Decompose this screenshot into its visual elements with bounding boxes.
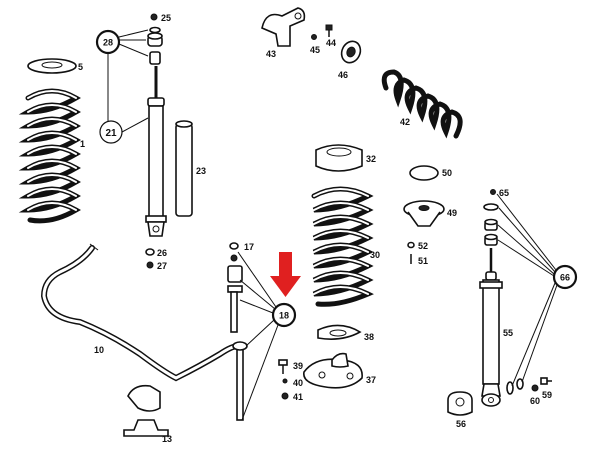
label-38: 38 [364, 332, 374, 342]
label-51: 51 [418, 256, 428, 266]
label-5: 5 [78, 62, 83, 72]
callout-28[interactable]: 28 [95, 29, 149, 57]
label-18: 18 [279, 311, 289, 321]
part-59-bolt[interactable] [540, 377, 552, 385]
part-27-nut[interactable] [146, 261, 154, 269]
part-42-rear-spring[interactable] [381, 69, 463, 139]
label-56: 56 [456, 419, 466, 429]
label-42: 42 [400, 117, 410, 127]
part-39-bolt[interactable] [278, 359, 288, 374]
label-40: 40 [293, 378, 303, 388]
label-52: 52 [418, 241, 428, 251]
label-13: 13 [162, 434, 172, 444]
part-60-nut[interactable] [531, 384, 539, 392]
part-32-spring-pad[interactable] [315, 144, 363, 172]
callout-21[interactable]: 21 [99, 53, 149, 144]
part-55-rear-shock[interactable] [479, 248, 503, 407]
label-32: 32 [366, 154, 376, 164]
label-45: 45 [310, 45, 320, 55]
label-17: 17 [244, 242, 254, 252]
part-26-bushing[interactable] [145, 248, 155, 256]
label-37: 37 [366, 375, 376, 385]
label-66: 66 [560, 273, 570, 283]
part-17-washer[interactable] [229, 242, 239, 250]
part-56-mount-bushing[interactable] [447, 391, 473, 416]
part-43-mount-bracket[interactable] [261, 7, 306, 47]
part-5-spring-seat[interactable] [27, 58, 77, 74]
part-13-bar-bracket[interactable] [123, 384, 169, 437]
label-46: 46 [338, 70, 348, 80]
part-49-rubber-stop[interactable] [403, 200, 445, 227]
rear-shock-bottom-washers[interactable] [506, 378, 524, 395]
highlight-arrow [270, 252, 301, 297]
label-10: 10 [94, 345, 104, 355]
label-23: 23 [196, 166, 206, 176]
label-1: 1 [80, 139, 85, 149]
callout-66[interactable]: 66 [496, 193, 578, 387]
rear-shock-top-washers[interactable] [483, 203, 499, 246]
stabilizer-link-bushings[interactable] [227, 254, 243, 293]
label-28: 28 [103, 38, 113, 48]
label-44: 44 [326, 38, 336, 48]
part-40-washer[interactable] [282, 378, 288, 384]
part-37-spring-plate[interactable] [303, 352, 363, 389]
shock-top-washers[interactable] [147, 26, 163, 65]
label-49: 49 [447, 208, 457, 218]
part-23-dust-cover[interactable] [175, 120, 193, 217]
part-1-coil-spring[interactable] [18, 88, 81, 224]
part-21-shock-absorber[interactable] [145, 66, 167, 237]
part-44-bolt[interactable] [325, 24, 333, 37]
label-27: 27 [157, 261, 167, 271]
part-65-nut[interactable] [490, 189, 496, 195]
part-52-washer[interactable] [407, 241, 415, 249]
label-25: 25 [161, 13, 171, 23]
label-39: 39 [293, 361, 303, 371]
label-43: 43 [266, 49, 276, 59]
part-45-washer[interactable] [311, 34, 317, 40]
part-41-nut[interactable] [281, 392, 289, 400]
part-10-stabilizer-bar[interactable] [40, 243, 241, 382]
label-55: 55 [503, 328, 513, 338]
part-46-rubber-mount[interactable] [338, 38, 364, 66]
label-21: 21 [105, 128, 117, 139]
part-50-cap[interactable] [409, 165, 439, 181]
label-41: 41 [293, 392, 303, 402]
label-65: 65 [499, 188, 509, 198]
label-60: 60 [530, 396, 540, 406]
label-30: 30 [370, 250, 380, 260]
part-38-lower-pad[interactable] [317, 324, 362, 340]
label-50: 50 [442, 168, 452, 178]
part-30-coil-spring[interactable] [311, 186, 374, 307]
label-59: 59 [542, 390, 552, 400]
part-25-nut[interactable] [150, 13, 158, 21]
stabilizer-link-rod[interactable] [230, 291, 248, 421]
label-26: 26 [157, 248, 167, 258]
callout-18[interactable]: 18 [237, 251, 297, 421]
